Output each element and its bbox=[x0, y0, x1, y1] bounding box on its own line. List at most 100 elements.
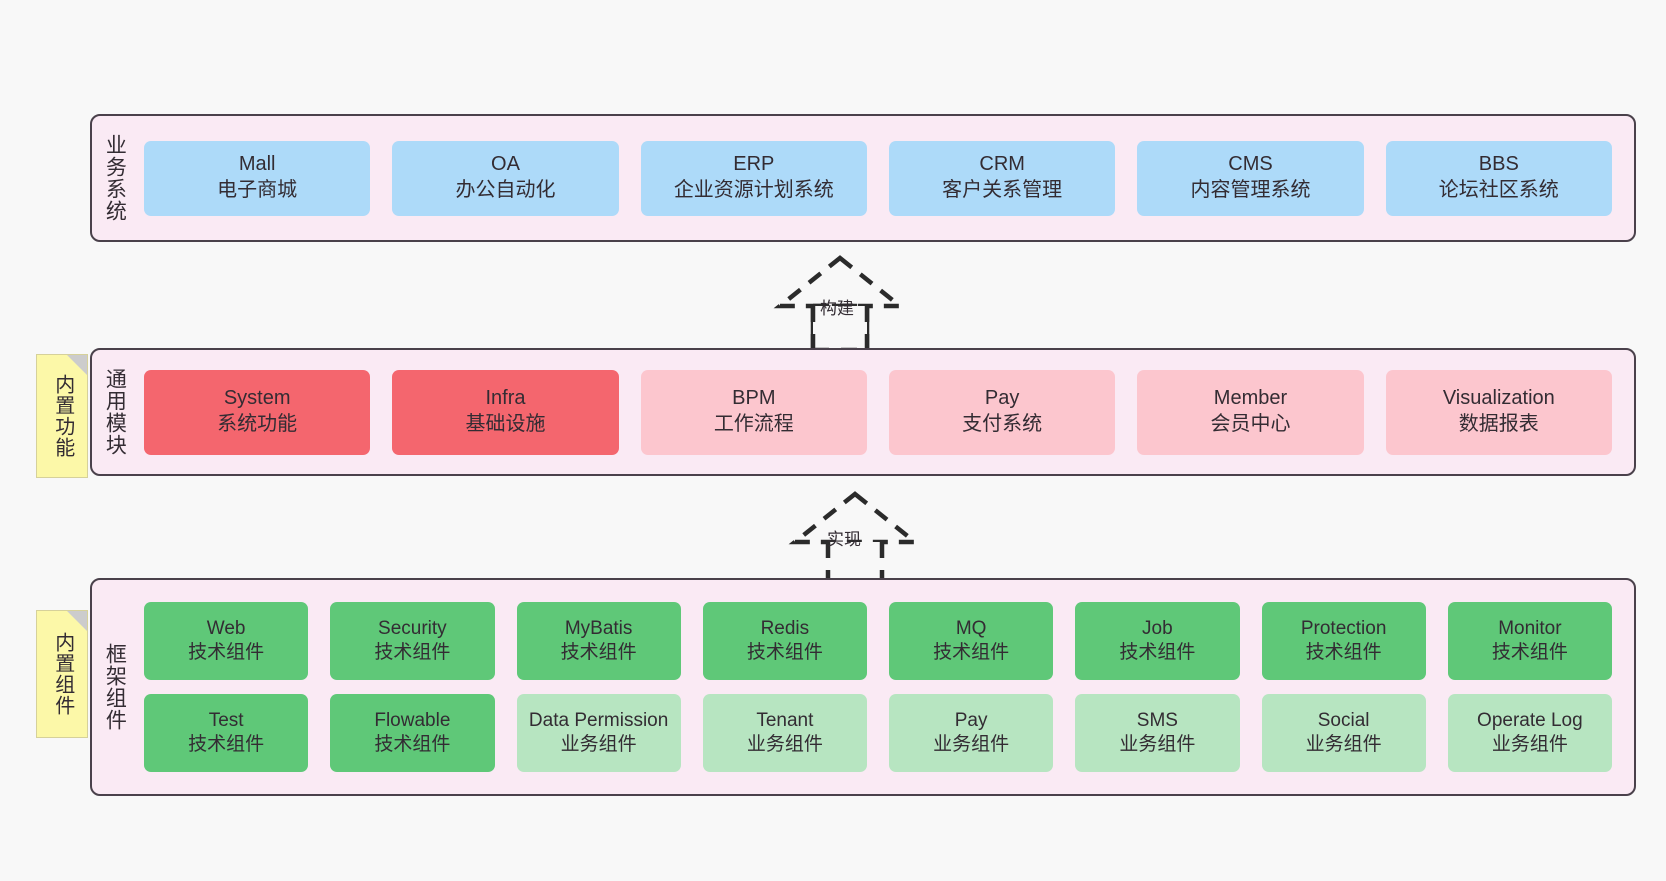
card-desc: 业务组件 bbox=[560, 734, 637, 755]
card-name: Job bbox=[1142, 617, 1173, 639]
business-card-bbs[interactable]: BBS 论坛社区系统 bbox=[1385, 140, 1612, 216]
card-name: BBS bbox=[1478, 153, 1519, 176]
card-desc: 技术组件 bbox=[374, 734, 451, 755]
card-desc: 基础设施 bbox=[465, 413, 546, 435]
card-name: BPM bbox=[732, 387, 776, 410]
note-builtin-component: 内置组件 bbox=[36, 610, 88, 738]
card-name: Member bbox=[1213, 387, 1288, 410]
card-name: Monitor bbox=[1498, 617, 1562, 639]
card-desc: 工作流程 bbox=[713, 413, 794, 435]
card-desc: 会员中心 bbox=[1210, 413, 1291, 435]
card-desc: 业务组件 bbox=[1491, 734, 1568, 755]
framework-row-tech: Web 技术组件 Security 技术组件 MyBatis 技术组件 Redi… bbox=[144, 602, 1612, 680]
framework-card-redis[interactable]: Redis 技术组件 bbox=[702, 602, 867, 680]
card-name: Tenant bbox=[756, 709, 814, 731]
framework-card-protection[interactable]: Protection 技术组件 bbox=[1261, 602, 1426, 680]
framework-card-job[interactable]: Job 技术组件 bbox=[1075, 602, 1240, 680]
card-desc: 技术组件 bbox=[933, 642, 1010, 663]
framework-row-business: Test 技术组件 Flowable 技术组件 Data Permission … bbox=[144, 694, 1612, 772]
card-desc: 技术组件 bbox=[188, 642, 265, 663]
framework-card-security[interactable]: Security 技术组件 bbox=[330, 602, 495, 680]
card-name: Operate Log bbox=[1477, 709, 1583, 731]
card-desc: 客户关系管理 bbox=[942, 179, 1063, 201]
note-builtin-function: 内置功能 bbox=[36, 354, 88, 478]
card-name: Data Permission bbox=[528, 709, 669, 731]
module-card-system[interactable]: System 系统功能 bbox=[144, 369, 371, 455]
card-desc: 支付系统 bbox=[962, 413, 1043, 435]
layer-framework-body: Web 技术组件 Security 技术组件 MyBatis 技术组件 Redi… bbox=[136, 580, 1634, 794]
card-desc: 技术组件 bbox=[374, 642, 451, 663]
framework-card-monitor[interactable]: Monitor 技术组件 bbox=[1447, 602, 1612, 680]
connector-build-label: 构建 bbox=[820, 299, 854, 318]
business-card-oa[interactable]: OA 办公自动化 bbox=[392, 140, 619, 216]
card-name: ERP bbox=[733, 153, 775, 176]
connector-implement-label: 实现 bbox=[827, 530, 861, 549]
business-card-erp[interactable]: ERP 企业资源计划系统 bbox=[640, 140, 867, 216]
layer-framework-components: 框架组件 Web 技术组件 Security 技术组件 MyBatis 技术组件… bbox=[90, 578, 1636, 796]
card-desc: 技术组件 bbox=[1305, 642, 1382, 663]
card-name: SMS bbox=[1136, 709, 1178, 731]
framework-card-data-permission[interactable]: Data Permission 业务组件 bbox=[516, 694, 681, 772]
card-desc: 技术组件 bbox=[560, 642, 637, 663]
layer-framework-title: 框架组件 bbox=[103, 643, 127, 731]
card-name: MQ bbox=[955, 617, 987, 639]
card-name: Social bbox=[1317, 709, 1370, 731]
module-card-bpm[interactable]: BPM 工作流程 bbox=[640, 369, 867, 455]
layer-modules-body: System 系统功能 Infra 基础设施 BPM 工作流程 Pay 支付系统… bbox=[136, 350, 1634, 474]
layer-modules-title: 通用模块 bbox=[103, 368, 127, 456]
card-name: System bbox=[223, 387, 291, 410]
card-desc: 企业资源计划系统 bbox=[673, 179, 834, 201]
layer-common-modules: 通用模块 System 系统功能 Infra 基础设施 BPM 工作流程 Pay… bbox=[90, 348, 1636, 476]
card-name: MyBatis bbox=[564, 617, 633, 639]
framework-card-social[interactable]: Social 业务组件 bbox=[1261, 694, 1426, 772]
framework-card-operate-log[interactable]: Operate Log 业务组件 bbox=[1447, 694, 1612, 772]
card-desc: 内容管理系统 bbox=[1190, 179, 1311, 201]
card-name: Flowable bbox=[374, 709, 451, 731]
business-card-cms[interactable]: CMS 内容管理系统 bbox=[1137, 140, 1364, 216]
card-desc: 业务组件 bbox=[1119, 734, 1196, 755]
card-name: Pay bbox=[984, 387, 1020, 410]
card-desc: 业务组件 bbox=[933, 734, 1010, 755]
card-desc: 办公自动化 bbox=[455, 179, 556, 201]
framework-card-pay[interactable]: Pay 业务组件 bbox=[889, 694, 1054, 772]
framework-card-web[interactable]: Web 技术组件 bbox=[144, 602, 309, 680]
card-name: Redis bbox=[760, 617, 810, 639]
framework-card-mybatis[interactable]: MyBatis 技术组件 bbox=[516, 602, 681, 680]
layer-business-body: Mall 电子商城 OA 办公自动化 ERP 企业资源计划系统 CRM 客户关系… bbox=[136, 116, 1634, 240]
card-desc: 技术组件 bbox=[188, 734, 265, 755]
card-desc: 技术组件 bbox=[1491, 642, 1568, 663]
framework-card-flowable[interactable]: Flowable 技术组件 bbox=[330, 694, 495, 772]
module-card-member[interactable]: Member 会员中心 bbox=[1137, 369, 1364, 455]
module-card-visualization[interactable]: Visualization 数据报表 bbox=[1385, 369, 1612, 455]
modules-row: System 系统功能 Infra 基础设施 BPM 工作流程 Pay 支付系统… bbox=[144, 369, 1612, 455]
business-card-crm[interactable]: CRM 客户关系管理 bbox=[888, 140, 1116, 216]
module-card-pay[interactable]: Pay 支付系统 bbox=[888, 369, 1116, 455]
layer-business-systems: 业务系统 Mall 电子商城 OA 办公自动化 ERP 企业资源计划系统 CRM… bbox=[90, 114, 1636, 242]
framework-card-mq[interactable]: MQ 技术组件 bbox=[889, 602, 1054, 680]
card-desc: 技术组件 bbox=[746, 642, 823, 663]
framework-card-test[interactable]: Test 技术组件 bbox=[144, 694, 309, 772]
card-desc: 业务组件 bbox=[1305, 734, 1382, 755]
card-name: Web bbox=[206, 617, 246, 639]
card-desc: 业务组件 bbox=[746, 734, 823, 755]
card-name: Security bbox=[378, 617, 447, 639]
card-name: OA bbox=[491, 153, 520, 176]
card-desc: 系统功能 bbox=[217, 413, 298, 435]
card-name: Pay bbox=[954, 709, 988, 731]
framework-card-sms[interactable]: SMS 业务组件 bbox=[1075, 694, 1240, 772]
module-card-infra[interactable]: Infra 基础设施 bbox=[392, 369, 619, 455]
card-name: Test bbox=[208, 709, 244, 731]
business-card-mall[interactable]: Mall 电子商城 bbox=[144, 140, 371, 216]
card-name: Visualization bbox=[1442, 387, 1555, 410]
card-name: CMS bbox=[1228, 153, 1273, 176]
card-name: CRM bbox=[979, 153, 1025, 176]
card-desc: 论坛社区系统 bbox=[1438, 179, 1559, 201]
business-row: Mall 电子商城 OA 办公自动化 ERP 企业资源计划系统 CRM 客户关系… bbox=[144, 140, 1612, 216]
framework-card-tenant[interactable]: Tenant 业务组件 bbox=[702, 694, 867, 772]
layer-business-title: 业务系统 bbox=[103, 134, 127, 222]
card-desc: 电子商城 bbox=[217, 179, 298, 201]
card-desc: 技术组件 bbox=[1119, 642, 1196, 663]
card-name: Infra bbox=[485, 387, 526, 410]
card-name: Mall bbox=[238, 153, 276, 176]
